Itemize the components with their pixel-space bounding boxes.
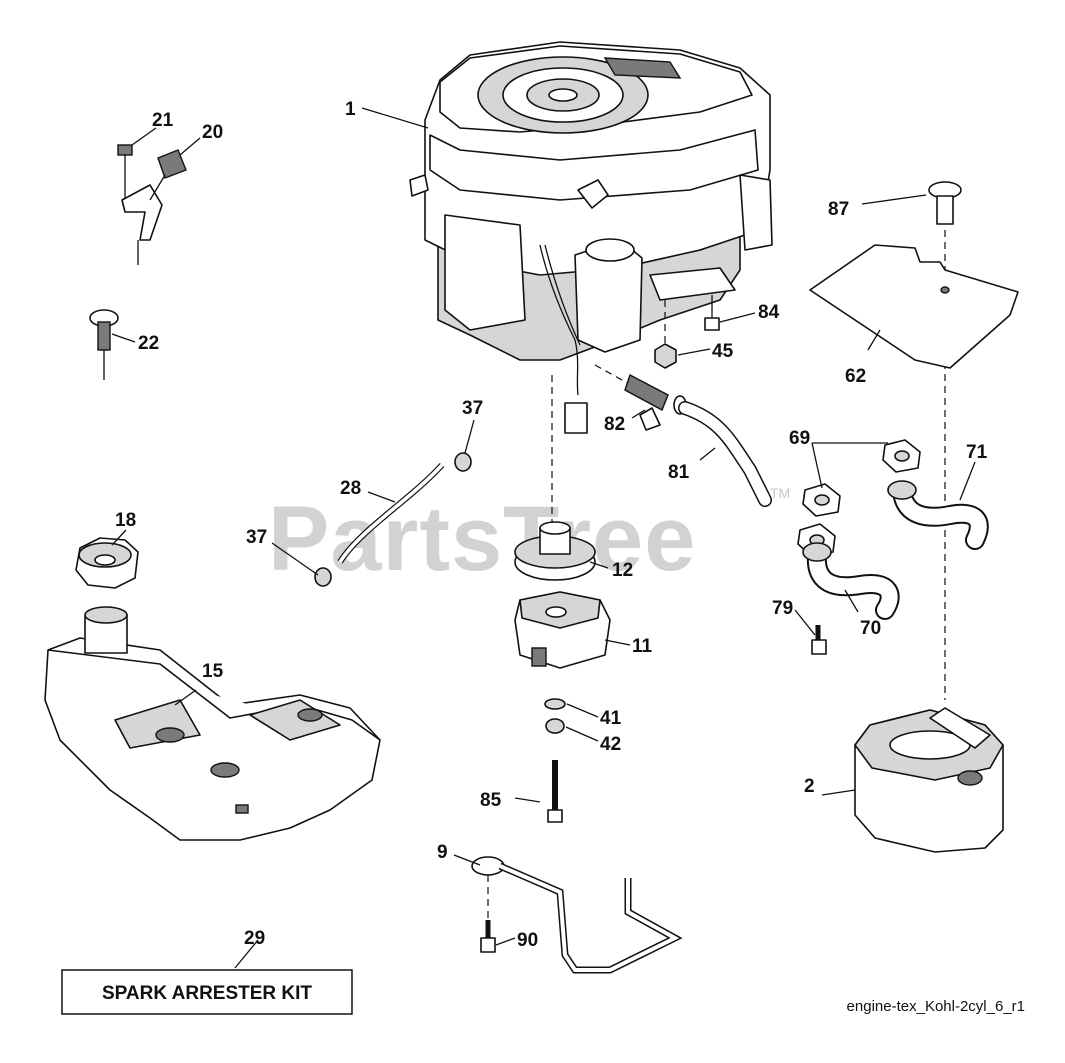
part-79-bolt[interactable] (811, 625, 827, 655)
callout-20[interactable]: 20 (202, 122, 223, 143)
part-41-washer[interactable] (544, 698, 566, 710)
callout-9[interactable]: 9 (437, 842, 448, 863)
callout-42[interactable]: 42 (600, 734, 621, 755)
callout-2[interactable]: 2 (804, 776, 815, 797)
part-69-gasket-mid[interactable] (802, 483, 841, 517)
callout-84[interactable]: 84 (758, 302, 780, 323)
callout-37-lower[interactable]: 37 (246, 527, 267, 548)
spark-arrester-kit-label: SPARK ARRESTER KIT (102, 983, 312, 1004)
callout-82[interactable]: 82 (604, 414, 625, 435)
callout-41[interactable]: 41 (600, 708, 622, 729)
callout-28[interactable]: 28 (340, 478, 361, 499)
part-87-bolt[interactable] (928, 181, 962, 225)
engine[interactable] (409, 41, 773, 434)
part-71-exhaust-pipe[interactable] (887, 480, 989, 550)
callout-85[interactable]: 85 (480, 790, 502, 811)
callout-12[interactable]: 12 (612, 560, 633, 581)
part-37-clamp-upper[interactable] (454, 452, 472, 472)
callout-90[interactable]: 90 (517, 930, 538, 951)
callout-79[interactable]: 79 (772, 598, 793, 619)
watermark-tm: TM (770, 485, 790, 501)
callout-81[interactable]: 81 (668, 462, 690, 483)
part-20-throttle-bracket[interactable] (121, 149, 187, 265)
callout-69[interactable]: 69 (789, 428, 810, 449)
callout-87[interactable]: 87 (828, 199, 849, 220)
part-90-bolt[interactable] (480, 920, 496, 953)
part-21-bolt[interactable] (117, 144, 133, 198)
part-45-nut[interactable] (654, 343, 677, 369)
part-15-fuel-tank[interactable] (44, 606, 381, 841)
part-42-washer[interactable] (545, 718, 565, 734)
callout-21[interactable]: 21 (152, 110, 174, 131)
part-37-clamp-lower[interactable] (314, 567, 332, 587)
part-62-heat-shield[interactable] (809, 244, 1019, 369)
diagram-reference: engine-tex_Kohl-2cyl_6_r1 (847, 998, 1025, 1015)
callout-22[interactable]: 22 (138, 333, 159, 354)
callout-62[interactable]: 62 (845, 366, 866, 387)
callout-70[interactable]: 70 (860, 618, 881, 639)
part-69-gasket-top[interactable] (882, 439, 921, 473)
part-84-bolt[interactable] (704, 295, 720, 331)
callout-37-upper[interactable]: 37 (462, 398, 483, 419)
part-82-connector[interactable] (624, 373, 687, 431)
part-12-pulley[interactable] (514, 521, 596, 581)
callout-11[interactable]: 11 (632, 636, 653, 657)
callout-1[interactable]: 1 (345, 99, 356, 120)
spark-arrester-kit-box[interactable]: SPARK ARRESTER KIT (61, 969, 353, 1015)
part-11-clutch[interactable] (514, 591, 611, 669)
part-18-fuel-cap[interactable] (75, 537, 139, 589)
part-81-hose[interactable] (678, 401, 772, 507)
part-9-rod[interactable] (471, 856, 683, 974)
callout-71[interactable]: 71 (966, 442, 988, 463)
part-85-bolt[interactable] (547, 760, 563, 823)
callout-45[interactable]: 45 (712, 341, 734, 362)
part-28-fuel-line[interactable] (337, 462, 445, 564)
callout-15[interactable]: 15 (202, 661, 224, 682)
callout-29[interactable]: 29 (244, 928, 265, 949)
part-2-muffler[interactable] (854, 707, 1004, 853)
part-22-dipstick[interactable] (89, 309, 119, 380)
callout-18[interactable]: 18 (115, 510, 136, 531)
part-70-exhaust-pipe[interactable] (802, 542, 900, 620)
watermark-text: PartsTree (268, 488, 696, 590)
